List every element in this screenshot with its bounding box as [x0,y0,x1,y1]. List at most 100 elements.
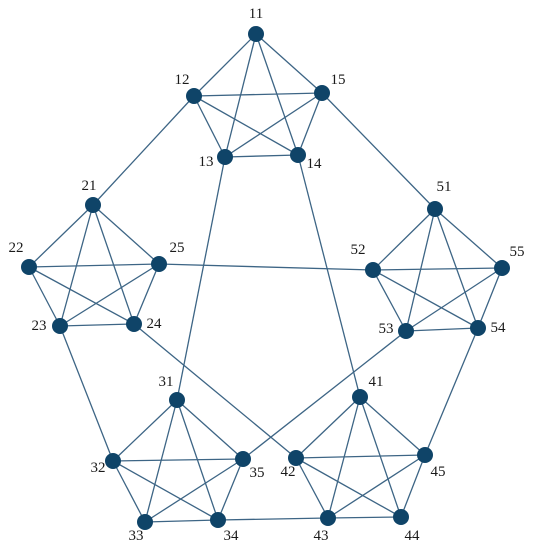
node-42 [288,450,304,466]
edge-25-52 [158,263,374,271]
edge-13-15 [224,92,323,158]
edge-24-42 [133,323,297,459]
node-11 [248,26,264,42]
edge-11-15 [255,33,323,94]
node-35 [235,451,251,467]
node-41 [352,389,368,405]
node-34 [210,512,226,528]
edge-32-33 [112,460,146,523]
node-label-43: 43 [314,528,329,544]
node-label-25: 25 [170,240,185,256]
edge-52-54 [372,269,479,329]
node-44 [393,509,409,525]
edge-52-53 [372,269,407,332]
node-label-21: 21 [82,178,97,194]
node-43 [320,510,336,526]
edge-41-45 [359,396,426,456]
edge-41-44 [359,396,402,518]
node-label-33: 33 [129,528,144,544]
edge-44-45 [400,454,426,518]
edge-24-25 [133,263,160,325]
edge-31-33 [144,399,178,523]
node-label-13: 13 [199,154,214,170]
node-33 [137,514,153,530]
edge-35-53 [242,330,407,460]
edge-52-55 [372,267,503,271]
edge-41-42 [295,396,361,459]
node-label-41: 41 [369,374,384,390]
edge-51-55 [434,208,503,269]
node-24 [126,316,142,332]
edge-34-43 [217,517,329,521]
node-label-12: 12 [175,72,190,88]
edge-42-45 [295,454,426,459]
node-21 [85,197,101,213]
node-label-51: 51 [437,179,452,195]
edge-14-15 [297,92,323,156]
node-label-24: 24 [147,316,163,332]
edge-12-21 [92,95,195,206]
edge-31-35 [176,399,244,460]
node-label-22: 22 [9,240,24,256]
node-52 [365,262,381,278]
edge-11-12 [193,33,257,97]
edge-layer [28,33,503,523]
node-label-23: 23 [32,318,47,334]
edge-12-13 [193,95,226,158]
node-12 [186,88,202,104]
edge-23-24 [59,323,135,327]
edge-22-24 [28,266,135,325]
node-label-42: 42 [281,464,296,480]
edge-33-34 [144,519,219,523]
edge-34-35 [217,458,244,521]
node-55 [494,260,510,276]
edge-42-43 [295,457,329,519]
node-label-14: 14 [307,156,323,172]
node-53 [398,323,414,339]
node-label-55: 55 [510,244,525,260]
node-layer [21,26,510,530]
node-15 [314,85,330,101]
node-31 [169,392,185,408]
edge-54-55 [477,267,503,329]
edge-13-31 [176,156,226,401]
edge-53-55 [405,267,503,332]
edge-51-52 [372,208,436,271]
node-label-44: 44 [405,528,421,544]
edge-23-32 [59,325,114,462]
node-23 [52,318,68,334]
edge-21-25 [92,204,160,265]
edge-43-45 [327,454,426,519]
edge-33-35 [144,458,244,523]
edge-42-44 [295,457,402,518]
node-45 [417,447,433,463]
node-label-15: 15 [331,72,346,88]
node-14 [290,147,306,163]
node-51 [427,201,443,217]
edge-23-25 [59,263,160,327]
edge-14-41 [297,154,361,398]
node-label-54: 54 [491,320,507,336]
edge-12-14 [193,95,299,156]
edge-32-35 [112,458,244,462]
node-label-34: 34 [224,528,240,544]
node-13 [217,149,233,165]
edge-51-53 [405,208,436,332]
node-label-45: 45 [431,464,446,480]
node-label-31: 31 [159,374,174,390]
node-label-32: 32 [91,460,106,476]
node-label-11: 11 [249,6,263,22]
edge-43-44 [327,516,402,519]
edge-32-34 [112,460,219,521]
node-54 [470,320,486,336]
node-32 [105,453,121,469]
edge-15-51 [321,92,436,210]
node-25 [151,256,167,272]
edge-53-54 [405,327,479,332]
edge-22-25 [28,263,160,268]
node-22 [21,259,37,275]
node-label-52: 52 [351,242,366,258]
edge-21-22 [28,204,94,268]
